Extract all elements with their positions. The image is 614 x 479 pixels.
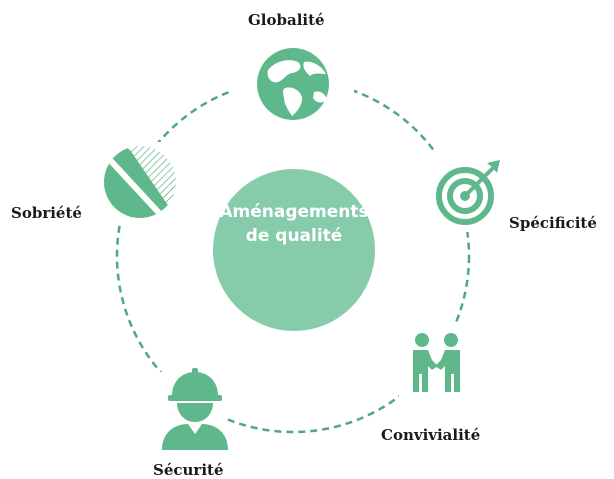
handshake-card xyxy=(399,322,477,402)
label-globalite: Globalité xyxy=(248,11,325,29)
center-title-line-1: Aménagements xyxy=(219,202,369,222)
hard-hat-worker-icon xyxy=(162,368,228,450)
center-circle xyxy=(213,169,375,331)
target-icon xyxy=(436,160,500,225)
handshake-icon xyxy=(413,333,460,392)
half-hatched-circle-icon xyxy=(104,146,176,218)
label-securite: Sécurité xyxy=(153,461,224,479)
center-title-line-2: de qualité xyxy=(245,226,343,246)
label-specificite: Spécificité xyxy=(509,214,597,232)
globe-icon xyxy=(257,48,329,120)
label-convivialite: Convivialité xyxy=(381,426,481,444)
label-sobriete: Sobriété xyxy=(11,204,82,222)
center-title: Aménagements de qualité xyxy=(212,200,376,248)
